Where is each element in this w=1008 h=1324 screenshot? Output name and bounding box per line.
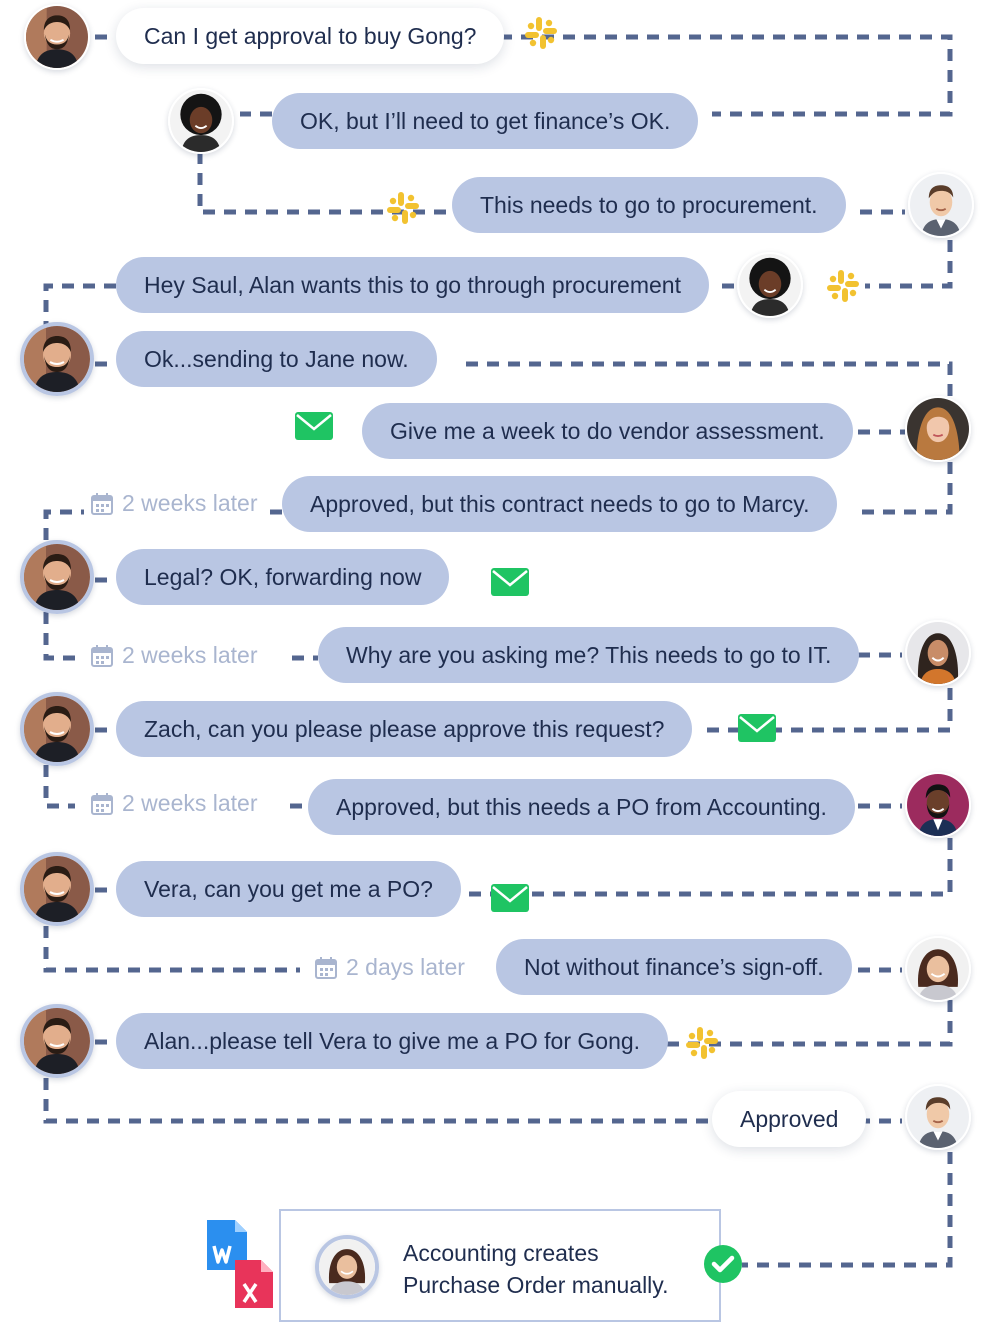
slack-icon — [385, 190, 421, 226]
message-bubble: This needs to go to procurement. — [452, 177, 846, 233]
message-bubble: Approved, but this needs a PO from Accou… — [308, 779, 855, 835]
final-step-card: Accounting creates Purchase Order manual… — [279, 1209, 721, 1322]
email-icon — [295, 412, 333, 440]
message-bubble: Approved, but this contract needs to go … — [282, 476, 838, 532]
email-icon — [491, 884, 529, 912]
final-step-text: Accounting creates Purchase Order manual… — [403, 1237, 668, 1301]
avatar-manager — [737, 252, 803, 318]
message-bubble: Can I get approval to buy Gong? — [116, 8, 505, 64]
excel-file-icon — [235, 1260, 273, 1308]
email-icon — [738, 714, 776, 742]
message-bubble: Hey Saul, Alan wants this to go through … — [116, 257, 709, 313]
final-line-2: Purchase Order manually. — [403, 1272, 669, 1298]
message-bubble: Legal? OK, forwarding now — [116, 549, 450, 605]
avatar-accounting — [905, 936, 971, 1002]
calendar-icon — [90, 792, 114, 816]
delay-label: 2 days later — [308, 954, 471, 981]
delay-label: 2 weeks later — [84, 490, 264, 517]
check-icon — [704, 1245, 742, 1283]
avatar-accounting — [315, 1235, 379, 1299]
avatar-requester — [24, 4, 90, 70]
message-bubble: Vera, can you get me a PO? — [116, 861, 461, 917]
calendar-icon — [90, 644, 114, 668]
message-bubble: OK, but I’ll need to get finance’s OK. — [272, 93, 699, 149]
email-icon — [491, 568, 529, 596]
calendar-icon — [90, 492, 114, 516]
message-bubble: Ok...sending to Jane now. — [116, 331, 437, 387]
avatar-procurement — [905, 396, 971, 462]
message-bubble: Give me a week to do vendor assessment. — [362, 403, 853, 459]
avatar-manager — [168, 88, 234, 154]
calendar-icon — [314, 956, 338, 980]
slack-icon — [523, 15, 559, 51]
final-line-1: Accounting creates — [403, 1240, 599, 1266]
avatar-requester — [20, 540, 94, 614]
message-bubble: Alan...please tell Vera to give me a PO … — [116, 1013, 669, 1069]
message-bubble: Why are you asking me? This needs to go … — [318, 627, 860, 683]
avatar-finance — [905, 1084, 971, 1150]
message-bubble: Zach, can you please please approve this… — [116, 701, 693, 757]
approved-bubble: Approved — [712, 1091, 867, 1147]
slack-icon — [825, 268, 861, 304]
avatar-finance — [908, 172, 974, 238]
word-file-icon — [207, 1220, 247, 1270]
avatar-requester — [20, 852, 94, 926]
avatar-requester — [20, 1004, 94, 1078]
avatar-requester — [20, 322, 94, 396]
avatar-requester — [20, 692, 94, 766]
message-bubble: Not without finance’s sign-off. — [496, 939, 852, 995]
delay-label: 2 weeks later — [84, 642, 264, 669]
slack-icon — [684, 1025, 720, 1061]
delay-label: 2 weeks later — [84, 790, 264, 817]
avatar-it — [905, 772, 971, 838]
avatar-legal — [905, 620, 971, 686]
